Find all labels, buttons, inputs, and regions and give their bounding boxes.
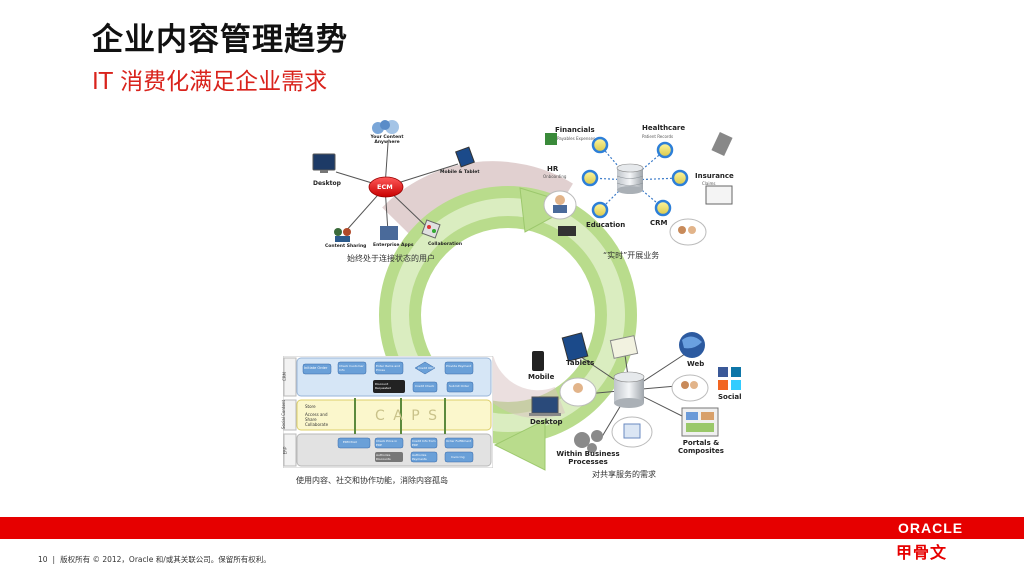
node-desktop-br: Desktop [530, 418, 563, 426]
step-credit-info: Credit Info from ERP [412, 439, 436, 447]
tablet-icon [455, 146, 475, 168]
industry-network [543, 131, 733, 246]
twitter-icon [731, 380, 741, 390]
ecm-hub-label: ECM [377, 183, 393, 191]
collaboration-icon [421, 219, 441, 239]
caption-eliminate-silos: 使用内容、社交和协作功能，消除内容孤岛 [296, 476, 448, 485]
step-credit-ok: Credit OK? [418, 366, 434, 370]
node-portals: Portals & Composites [678, 439, 724, 455]
step-authorize-discounts: Authorize Discounts [376, 453, 391, 461]
education-icon [558, 226, 576, 236]
node-desktop: Desktop [313, 180, 341, 187]
social-access: Access and Share [305, 412, 328, 422]
node-hr: HR [547, 165, 559, 173]
page-title: 企业内容管理趋势 [92, 22, 348, 58]
node-crm: CRM [650, 219, 668, 227]
note-icon [609, 335, 639, 359]
node-your-content: Your Content Anywhere [370, 135, 404, 145]
step-discount-requested: Discount Requested [375, 382, 391, 390]
step-submit-order: Submit Order [449, 384, 470, 388]
node-insurance-sub: Claims [702, 181, 716, 186]
step-order-fulfillment: Order Fulfillment [446, 439, 472, 443]
gears-icon [574, 430, 603, 453]
step-provide-payment: Provide Payment [446, 364, 472, 368]
node-enterprise-apps: Enterprise Apps [373, 243, 414, 248]
social-people-icon [671, 374, 709, 402]
step-enter-items: Enter Items and Prices [376, 364, 400, 372]
node-hr-sub: Onboarding [543, 174, 567, 179]
node-mobile-tablet: Mobile & Tablet [440, 170, 480, 175]
step-check-price: Check Price in ERP [376, 439, 398, 447]
node-financials: Financials [555, 126, 595, 134]
step-authorize-payments: Authorize Payments [412, 453, 427, 461]
services-network [529, 332, 741, 453]
footer: 10|版权所有 © 2012，Oracle 和/或其关联公司。保留所有权利。 [38, 555, 271, 564]
oracle-logo: ORACLE [898, 520, 964, 536]
tablet-device-icon [561, 332, 589, 362]
desktop-icon [312, 153, 336, 171]
laptop-icon [531, 396, 559, 414]
step-invoicing: Invoicing [451, 455, 465, 459]
node-web: Web [687, 360, 705, 368]
page-subtitle: IT 消费化满足企业需求 [92, 69, 328, 95]
node-within-processes: Within Business Processes [556, 450, 620, 466]
node-healthcare-sub: Patient Records [642, 134, 674, 139]
money-icon [545, 133, 557, 145]
node-social: Social [718, 393, 742, 401]
node-mobile: Mobile [528, 373, 555, 381]
caption-realtime-business: “实时”开展业务 [603, 251, 660, 260]
crm-people-icon [669, 218, 707, 246]
page-number: 10 [38, 555, 48, 564]
rss-icon [718, 380, 728, 390]
apps-icon [380, 226, 398, 240]
step-erm-post: ERM Post [343, 440, 357, 444]
footer-red-bar [0, 517, 1024, 539]
claims-doc-icon [705, 185, 733, 205]
caption-connected-users: 始终处于连接状态的用户 [347, 254, 435, 263]
node-financials-sub: Payables Expenses [557, 136, 596, 141]
medical-icon [711, 131, 733, 157]
node-tablets: Tablets [566, 359, 595, 367]
step-initiate-order: Initiate Order [304, 366, 328, 370]
caps-label: C A P S [375, 408, 440, 424]
ecm-hub [368, 176, 404, 198]
node-insurance: Insurance [695, 172, 734, 180]
social-collaborate: Collaborate [305, 422, 329, 427]
row-label-crm: CRM [282, 371, 288, 382]
database-icon [616, 163, 644, 194]
row-label-social: Social Content [281, 399, 287, 430]
caption-shared-services: 对共享服务的需求 [592, 470, 656, 479]
step-check-customer: Check Customer Info [339, 364, 364, 372]
oracle-cn-logo: 甲骨文 [896, 543, 948, 562]
row-label-erp: ERP [282, 446, 288, 455]
phone-icon [532, 351, 544, 371]
people-icon [334, 228, 342, 236]
node-collaboration: Collaboration [428, 242, 463, 247]
node-healthcare: Healthcare [642, 124, 686, 132]
social-store: Store [305, 404, 316, 409]
node-content-sharing: Content Sharing [325, 244, 367, 249]
step-credit-check: Credit Check [415, 384, 435, 388]
linkedin-icon [731, 367, 741, 377]
process-chart: CRM Social Content ERP Initiate Order Ch… [281, 355, 494, 469]
services-database-icon [613, 371, 645, 408]
node-education: Education [586, 221, 626, 229]
copyright-text: 版权所有 © 2012，Oracle 和/或其关联公司。保留所有权利。 [60, 555, 271, 564]
ecm-network [312, 120, 475, 242]
facebook-icon [718, 367, 728, 377]
